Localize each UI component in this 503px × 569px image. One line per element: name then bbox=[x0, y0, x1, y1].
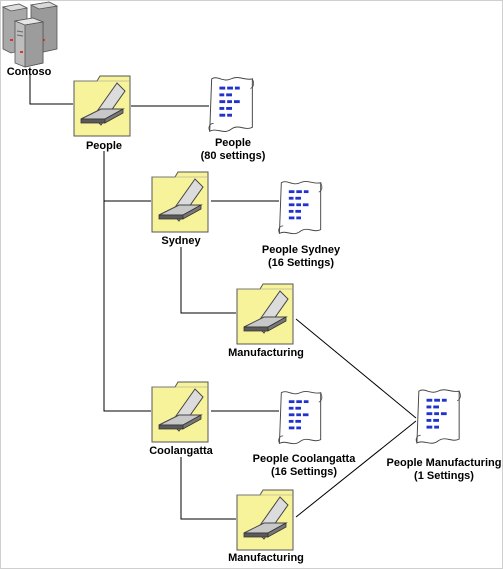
link-coolangatta-manufacturing bbox=[180, 457, 236, 520]
sydney-ou-label: Sydney bbox=[161, 235, 201, 247]
coolangatta-policy-name: People Coolangatta bbox=[252, 453, 356, 465]
coolangatta-policy-settings: (16 Settings) bbox=[270, 466, 337, 478]
coolangatta-manufacturing-label: Manufacturing bbox=[228, 552, 304, 564]
sydney-manufacturing-label: Manufacturing bbox=[228, 347, 304, 359]
server-label: Contoso bbox=[6, 66, 52, 78]
sydney-policy-label: People Sydney (16 Settings) bbox=[262, 244, 340, 270]
manufacturing-policy-label: People Manufacturing (1 Settings) bbox=[387, 457, 502, 483]
sydney-policy-settings: (16 Settings) bbox=[267, 257, 335, 269]
link-manufacturing1-policy bbox=[295, 318, 417, 419]
manufacturing-policy-name: People Manufacturing bbox=[386, 457, 502, 469]
sydney-policy-name: People Sydney bbox=[261, 244, 341, 256]
manufacturing-policy-scroll-icon bbox=[415, 389, 461, 444]
people-policy-scroll-icon bbox=[208, 77, 255, 132]
people-policy-settings: (80 settings) bbox=[200, 150, 266, 162]
coolangatta-ou-label: Coolangatta bbox=[149, 445, 213, 457]
link-server-people bbox=[29, 71, 73, 105]
coolangatta-policy-scroll-icon bbox=[278, 390, 323, 445]
coolangatta-policy-label: People Coolangatta (16 Settings) bbox=[253, 453, 356, 479]
link-sydney-manufacturing bbox=[180, 247, 236, 314]
manufacturing-policy-settings: (1 Settings) bbox=[414, 470, 474, 482]
sydney-policy-scroll-icon bbox=[278, 180, 323, 235]
link-manufacturing2-policy bbox=[295, 420, 417, 518]
people-ou-label: People bbox=[85, 140, 123, 152]
people-policy-name: People bbox=[214, 137, 252, 149]
people-policy-label: People (80 settings) bbox=[201, 137, 266, 163]
link-people-trunk bbox=[103, 151, 151, 412]
